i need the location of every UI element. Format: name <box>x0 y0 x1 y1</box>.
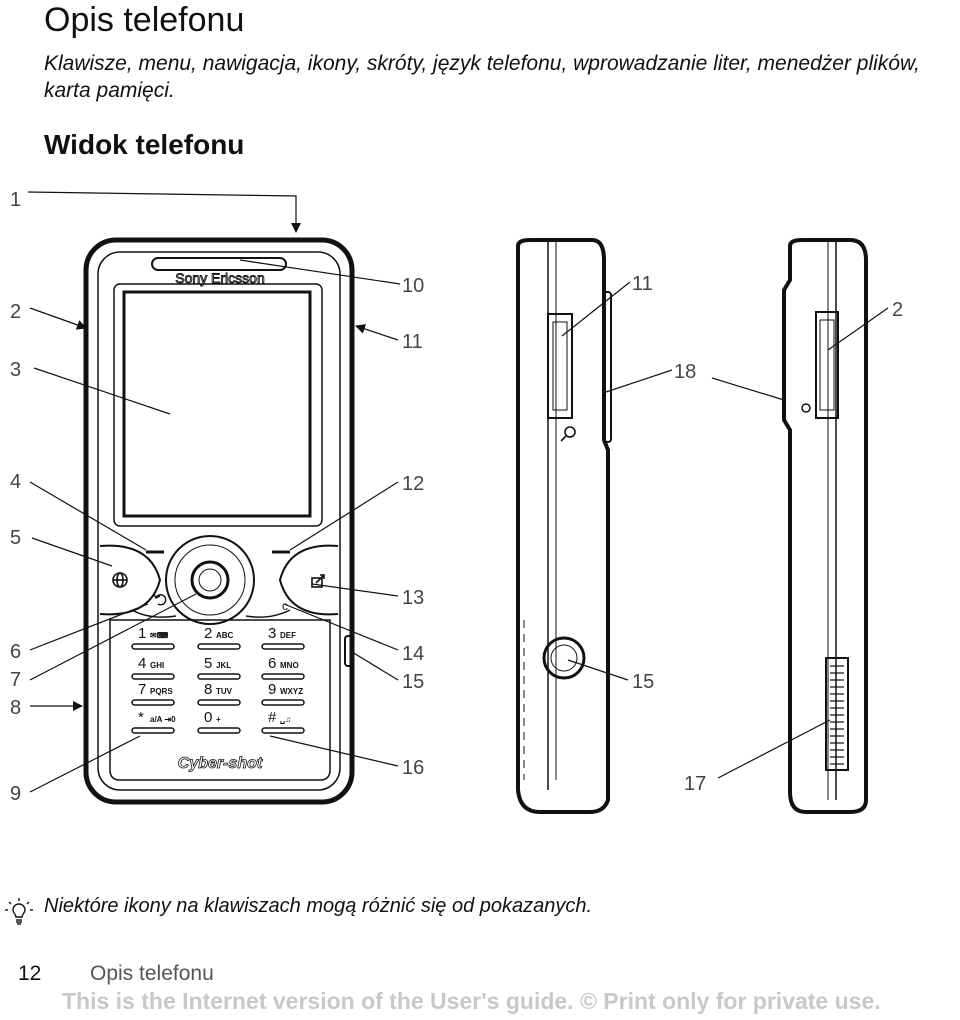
keypad-key-star: * a/A ⇥0 <box>131 709 176 734</box>
brand-logo: Sony Ericsson <box>175 270 264 286</box>
key-digit: 3 <box>268 625 276 642</box>
chapter-subtitle: Klawisze, menu, nawigacja, ikony, skróty… <box>44 52 920 102</box>
callout-10: 10 <box>402 275 424 297</box>
key-letters: GHI <box>150 661 164 670</box>
key-letters: ABC <box>216 631 234 640</box>
key-letters: JKL <box>216 661 231 670</box>
lightbulb-icon <box>5 898 33 925</box>
callout-12: 12 <box>402 473 424 495</box>
clear-key <box>245 609 291 618</box>
callout-2-side: 2 <box>892 299 903 321</box>
key-digit: 0 <box>204 709 212 726</box>
charger-connector <box>825 657 849 771</box>
key-letters: PQRS <box>150 687 173 696</box>
connector-ribs <box>830 665 844 765</box>
key-digit: 9 <box>268 681 276 698</box>
callout-14: 14 <box>402 643 424 665</box>
shortcut-key <box>278 544 339 616</box>
key-digit: 6 <box>268 655 276 672</box>
internet-key <box>99 544 162 616</box>
handsfree-connector <box>542 636 586 680</box>
key-digit: 4 <box>138 655 146 672</box>
camera-key <box>602 291 612 443</box>
callout-4: 4 <box>10 471 21 493</box>
keypad-key-2: 2 ABC <box>197 625 241 650</box>
key-letters: WXYZ <box>280 687 303 696</box>
memory-card-slot-right <box>815 311 839 419</box>
center-select-key <box>190 560 230 600</box>
keypad-key-9: 9 WXYZ <box>261 681 305 706</box>
keypad-key-3: 3 DEF <box>261 625 305 650</box>
callout-17: 17 <box>684 773 706 795</box>
callout-15: 15 <box>402 671 424 693</box>
phone-right-side-view <box>782 238 868 814</box>
callout-13: 13 <box>402 587 424 609</box>
zoom-icon <box>560 426 576 442</box>
callout-lines <box>27 191 889 793</box>
cyber-shot-logo: Cyber-shot <box>178 755 263 772</box>
memory-card-slot <box>547 313 573 419</box>
key-digit: * <box>138 709 144 726</box>
keypad-key-8: 8 TUV <box>197 681 241 706</box>
key-digit: 5 <box>204 655 212 672</box>
keypad-key-hash: #␣♫ <box>261 709 305 734</box>
key-letters: MNO <box>280 661 299 670</box>
keypad-key-0: 0+ <box>197 709 241 734</box>
shortcut-icon <box>311 574 325 588</box>
keypad: 1 ✉⌨ 2 ABC 3 DEF 4 GHI 5 JKL 6 MNO 7 PQRS 8 TUV 9 WXYZ * a/… <box>131 625 305 734</box>
callout-3: 3 <box>10 359 21 381</box>
callout-11: 11 <box>402 331 423 353</box>
callout-2: 2 <box>10 301 21 323</box>
key-digit: # <box>268 709 277 726</box>
page-number: 12 <box>18 962 42 985</box>
keypad-key-4: 4 GHI <box>131 655 175 680</box>
key-digit: 8 <box>204 681 212 698</box>
callout-11-side: 11 <box>632 273 653 295</box>
tip-text: Niektóre ikony na klawiszach mogą różnić… <box>44 895 593 917</box>
key-letters: a/A ⇥0 <box>150 715 176 724</box>
key-letters: ␣♫ <box>280 715 291 724</box>
keypad-key-5: 5 JKL <box>197 655 241 680</box>
callout-16: 16 <box>402 757 424 779</box>
keypad-key-7: 7 PQRS <box>131 681 175 706</box>
keypad-key-1: 1 ✉⌨ <box>131 625 175 650</box>
section-title: Widok telefonu <box>44 129 245 160</box>
callout-1: 1 <box>10 189 21 211</box>
earpiece <box>151 257 287 271</box>
callout-6: 6 <box>10 641 21 663</box>
clear-icon: c <box>282 599 288 613</box>
strap-hole <box>801 403 811 413</box>
phone-left-side-view <box>516 238 612 814</box>
back-icon <box>153 593 167 606</box>
callout-9: 9 <box>10 783 21 805</box>
key-letters: + <box>216 715 221 724</box>
keypad-key-6: 6 MNO <box>261 655 305 680</box>
footer-section: Opis telefonu <box>90 962 214 985</box>
navigation-key <box>165 535 255 625</box>
callout-5: 5 <box>10 527 21 549</box>
key-letters: DEF <box>280 631 296 640</box>
key-digit: 2 <box>204 625 212 642</box>
screen <box>122 290 312 518</box>
key-digit: 1 <box>138 625 146 642</box>
callout-8: 8 <box>10 697 21 719</box>
key-letters: ✉⌨ <box>150 631 169 640</box>
phone-front-view <box>83 237 355 805</box>
callout-7: 7 <box>10 669 21 691</box>
key-digit: 7 <box>138 681 146 698</box>
screen-bezel <box>113 283 323 527</box>
key-letters: TUV <box>216 687 233 696</box>
callout-15-side: 15 <box>632 671 654 693</box>
volume-key-front <box>344 635 354 667</box>
page-title: Opis telefonu <box>44 1 245 39</box>
internet-icon <box>112 572 128 588</box>
internet-version-notice: This is the Internet version of the User… <box>62 988 881 1014</box>
callout-18: 18 <box>674 361 696 383</box>
